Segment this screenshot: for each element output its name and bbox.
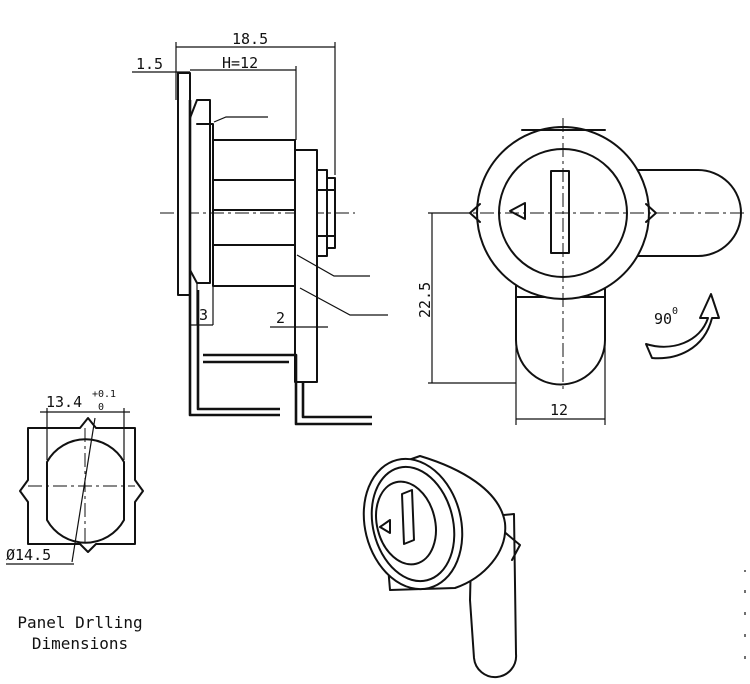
dim-cam-thickness: 2 — [276, 309, 285, 327]
caption-line-2: Dimensions — [31, 634, 129, 653]
dim-drill-flat: 13.4 — [46, 393, 82, 411]
panel-drilling-caption: Panel Drlling Dimensions — [0, 612, 160, 654]
dim-flange: 1.5 — [136, 55, 163, 73]
isometric-view — [362, 455, 521, 679]
caption-line-1: Panel Drlling — [17, 613, 143, 632]
front-view: 22.5 12 90 0 — [416, 118, 745, 425]
dim-rotation: 90 — [654, 310, 672, 328]
dim-cam-length: 22.5 — [416, 282, 434, 318]
dim-rotation-sup: 0 — [672, 306, 678, 317]
dim-overall-length: 18.5 — [232, 30, 268, 48]
rotation-arrow-icon — [645, 293, 720, 360]
dim-drill-tol-lower: 0 — [98, 402, 104, 413]
dim-cam-offset: 3 — [199, 306, 208, 324]
side-view: 18.5 H=12 1.5 3 2 — [132, 30, 388, 426]
panel-drilling-view: 13.4 +0.1 0 Ø14.5 — [6, 389, 144, 565]
dim-cam-width: 12 — [550, 401, 568, 419]
dim-drill-tol-upper: +0.1 — [92, 389, 116, 400]
dim-body-height: H=12 — [222, 54, 258, 72]
dim-drill-diameter: Ø14.5 — [6, 546, 51, 564]
